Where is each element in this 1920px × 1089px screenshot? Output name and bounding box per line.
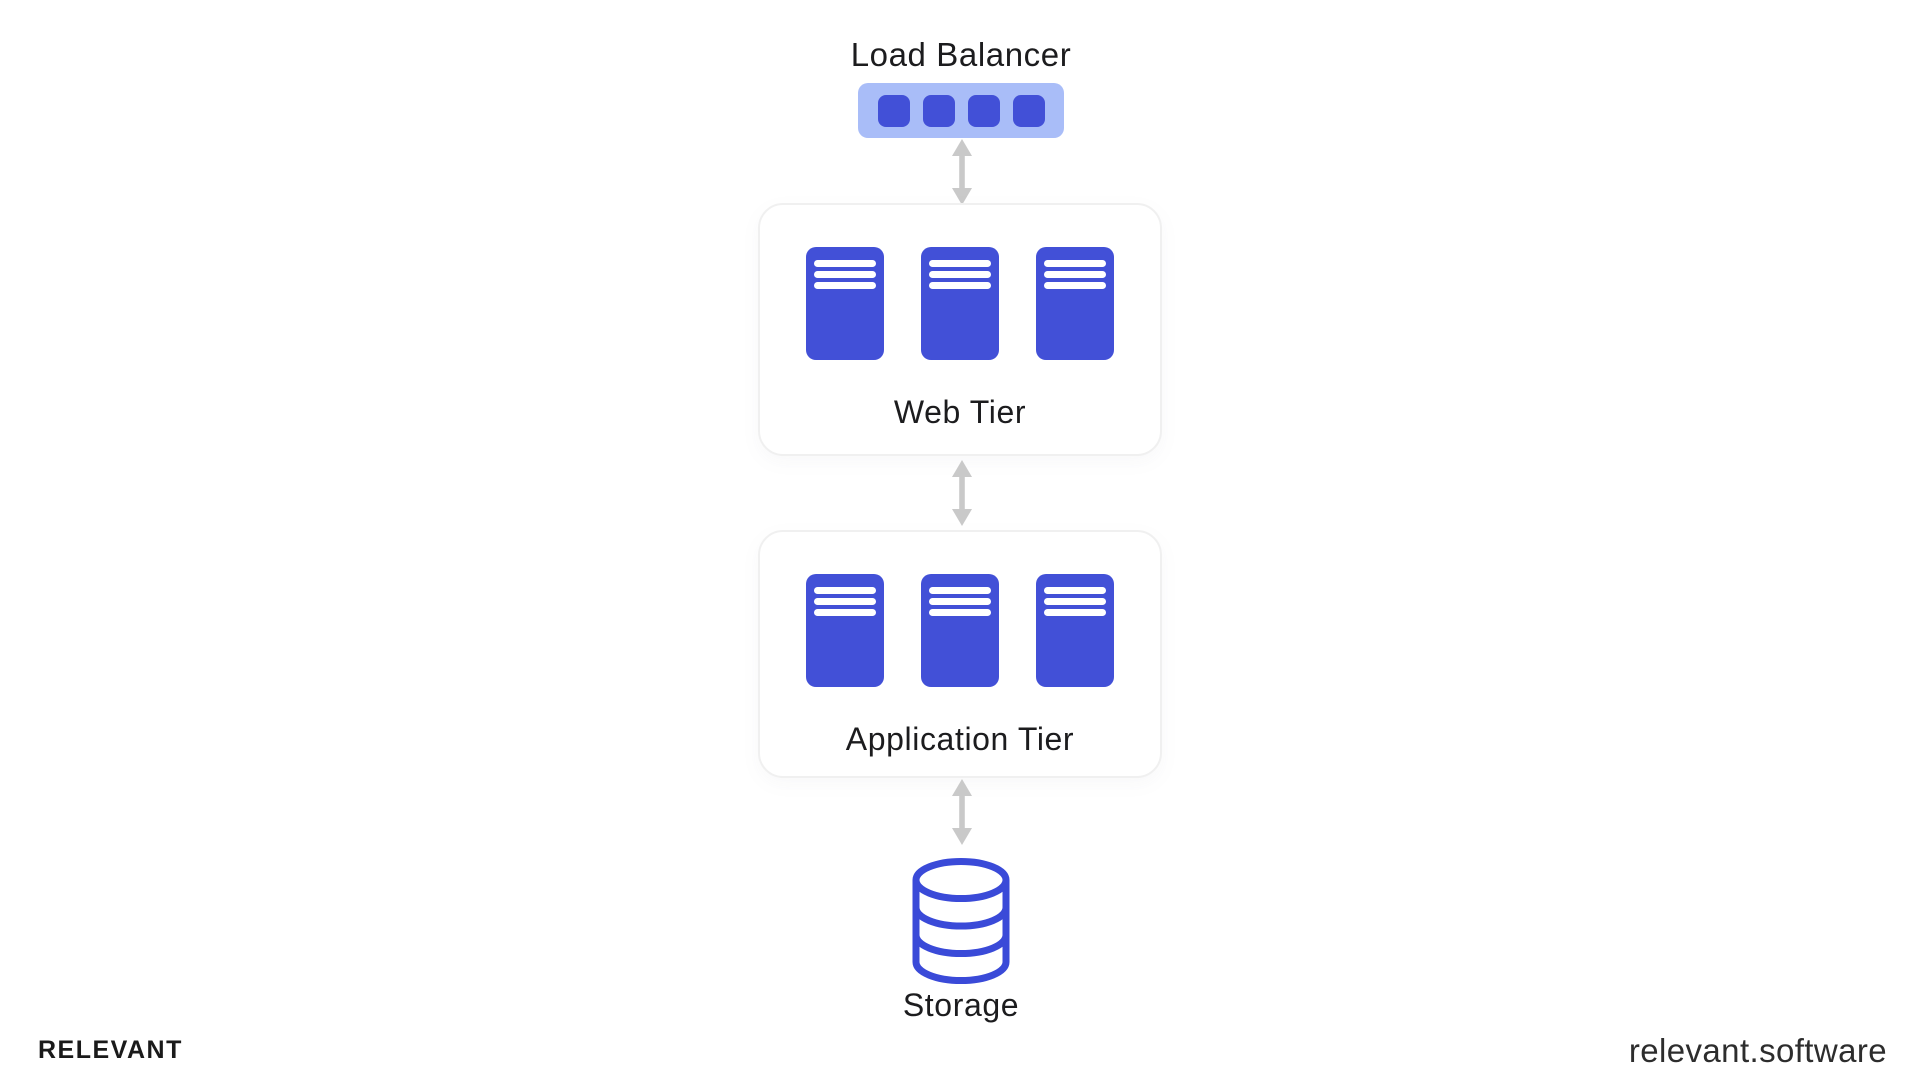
- double-arrow-icon: [952, 139, 972, 205]
- server-icon: [806, 247, 884, 360]
- application-tier-card: Application Tier: [758, 530, 1162, 778]
- storage-label: Storage: [902, 987, 1020, 1023]
- server-icon: [806, 574, 884, 687]
- database-icon: [912, 858, 1010, 984]
- application-tier-servers: [760, 574, 1160, 687]
- server-icon: [921, 247, 999, 360]
- server-icon: [1036, 247, 1114, 360]
- load-balancer-unit-icon: [967, 94, 1000, 127]
- double-arrow-icon: [952, 779, 972, 845]
- double-arrow-icon: [952, 460, 972, 526]
- website-url: relevant.software: [1628, 1032, 1887, 1069]
- web-tier-servers: [760, 247, 1160, 360]
- server-icon: [921, 574, 999, 687]
- server-icon: [1036, 574, 1114, 687]
- web-tier-label: Web Tier: [893, 394, 1027, 430]
- load-balancer-icon: [858, 83, 1064, 138]
- load-balancer-unit-icon: [922, 94, 955, 127]
- application-tier-label: Application Tier: [845, 721, 1075, 757]
- relevant-logo: RELEVANT: [38, 1036, 183, 1064]
- load-balancer-label: Load Balancer: [850, 36, 1072, 73]
- web-tier-card: Web Tier: [758, 203, 1162, 456]
- load-balancer-unit-icon: [1012, 94, 1045, 127]
- load-balancer-unit-icon: [877, 94, 910, 127]
